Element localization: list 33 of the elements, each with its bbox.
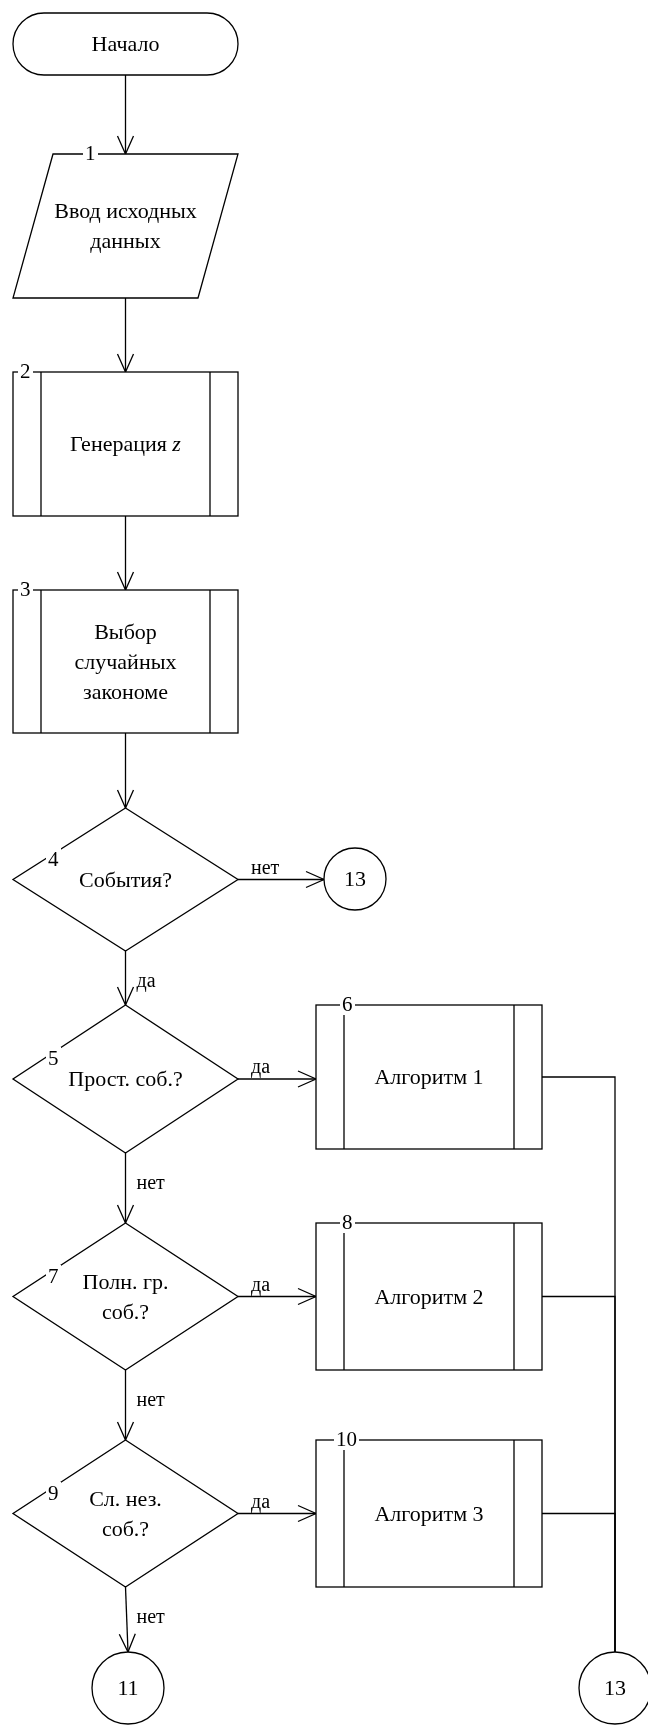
- arrow: [237, 1504, 317, 1523]
- decision-diamond: [13, 1223, 238, 1370]
- arrow: [116, 515, 135, 591]
- connector-circle: [92, 1652, 164, 1724]
- arrow: [116, 74, 135, 155]
- arrow: [237, 1287, 317, 1306]
- node-text: Выбор случайных закономе: [73, 617, 178, 706]
- node-text: 13: [604, 1674, 626, 1702]
- arrow: [116, 1369, 135, 1441]
- arrow: [237, 870, 325, 889]
- arrow: [116, 1152, 135, 1224]
- node-text: 11: [117, 1674, 139, 1702]
- arrow: [116, 950, 135, 1006]
- node-text: Алгоритм 3: [374, 1499, 484, 1528]
- node-text: Начало: [91, 30, 160, 58]
- decision-diamond: [13, 1005, 238, 1153]
- node-text: Генерация z: [70, 430, 181, 458]
- arrow: [237, 1070, 317, 1088]
- node-text: Полн. гр. соб.?: [81, 1267, 170, 1326]
- node-text: Ввод исходных данных: [53, 197, 198, 255]
- node-text: События?: [79, 865, 172, 894]
- node-text: Сл. нез. соб.?: [88, 1484, 163, 1543]
- arrow: [118, 1586, 136, 1653]
- connector-circle: [324, 848, 386, 910]
- node-text: Алгоритм 1: [374, 1063, 484, 1091]
- node-text: Прост. соб.?: [68, 1065, 183, 1093]
- node-text: 13: [344, 865, 366, 893]
- decision-diamond: [13, 808, 238, 951]
- arrow: [116, 732, 135, 809]
- decision-diamond: [13, 1440, 238, 1587]
- terminal-shape: [13, 13, 238, 75]
- node-text: Алгоритм 2: [374, 1282, 484, 1311]
- arrow: [116, 297, 135, 373]
